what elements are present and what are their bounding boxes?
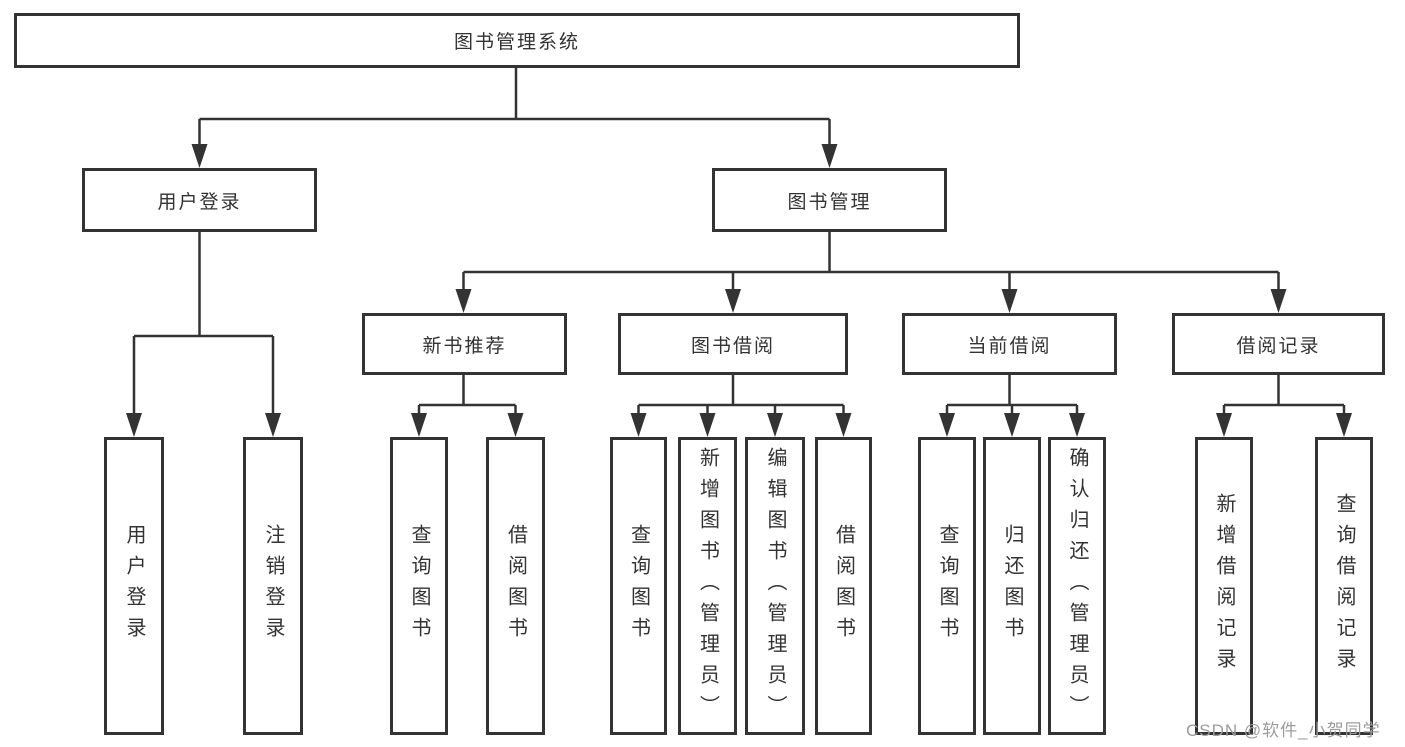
leaf-label: 查询借阅记录 (1333, 493, 1355, 679)
leaf-borrow-book: 借阅图书 (815, 437, 872, 735)
watermark: CSDN @软件_小贺同学 (1186, 721, 1381, 740)
node-user-login: 用户登录 (82, 168, 317, 232)
leaf-return-book: 归还图书 (983, 437, 1041, 735)
leaf-confirm-return-admin: 确认归还（管理员） (1048, 437, 1106, 735)
node-borrow-record: 借阅记录 (1172, 313, 1385, 375)
leaf-label: 确认归还（管理员） (1066, 446, 1088, 726)
leaf-label: 编辑图书（管理员） (764, 446, 786, 726)
node-book-management: 图书管理 (712, 168, 947, 232)
leaf-edit-book-admin: 编辑图书（管理员） (745, 437, 805, 735)
leaf-query-book-recommend: 查询图书 (390, 437, 448, 735)
leaf-logout: 注销登录 (243, 437, 303, 735)
leaf-label: 用户登录 (123, 524, 145, 648)
leaf-query-book-current: 查询图书 (918, 437, 976, 735)
node-library-management-system: 图书管理系统 (14, 13, 1020, 68)
leaf-add-borrow-record: 新增借阅记录 (1195, 437, 1253, 735)
node-current-borrow: 当前借阅 (902, 313, 1117, 375)
leaf-borrow-book-recommend: 借阅图书 (486, 437, 545, 735)
leaf-add-book-admin: 新增图书（管理员） (678, 437, 737, 735)
node-book-borrow: 图书借阅 (618, 313, 848, 375)
leaf-label: 新增图书（管理员） (696, 446, 719, 726)
leaf-label: 注销登录 (262, 524, 284, 648)
leaf-label: 新增借阅记录 (1213, 493, 1235, 679)
leaf-label: 查询图书 (936, 524, 958, 648)
node-new-book-recommend: 新书推荐 (362, 313, 567, 375)
leaf-query-book-borrow: 查询图书 (610, 437, 667, 735)
leaf-label: 借阅图书 (504, 524, 527, 648)
leaf-query-borrow-record: 查询借阅记录 (1315, 437, 1373, 735)
leaf-label: 查询图书 (627, 524, 650, 648)
leaf-label: 归还图书 (1001, 524, 1023, 648)
leaf-label: 借阅图书 (832, 524, 855, 648)
leaf-user-login: 用户登录 (104, 437, 164, 735)
leaf-label: 查询图书 (408, 524, 430, 648)
